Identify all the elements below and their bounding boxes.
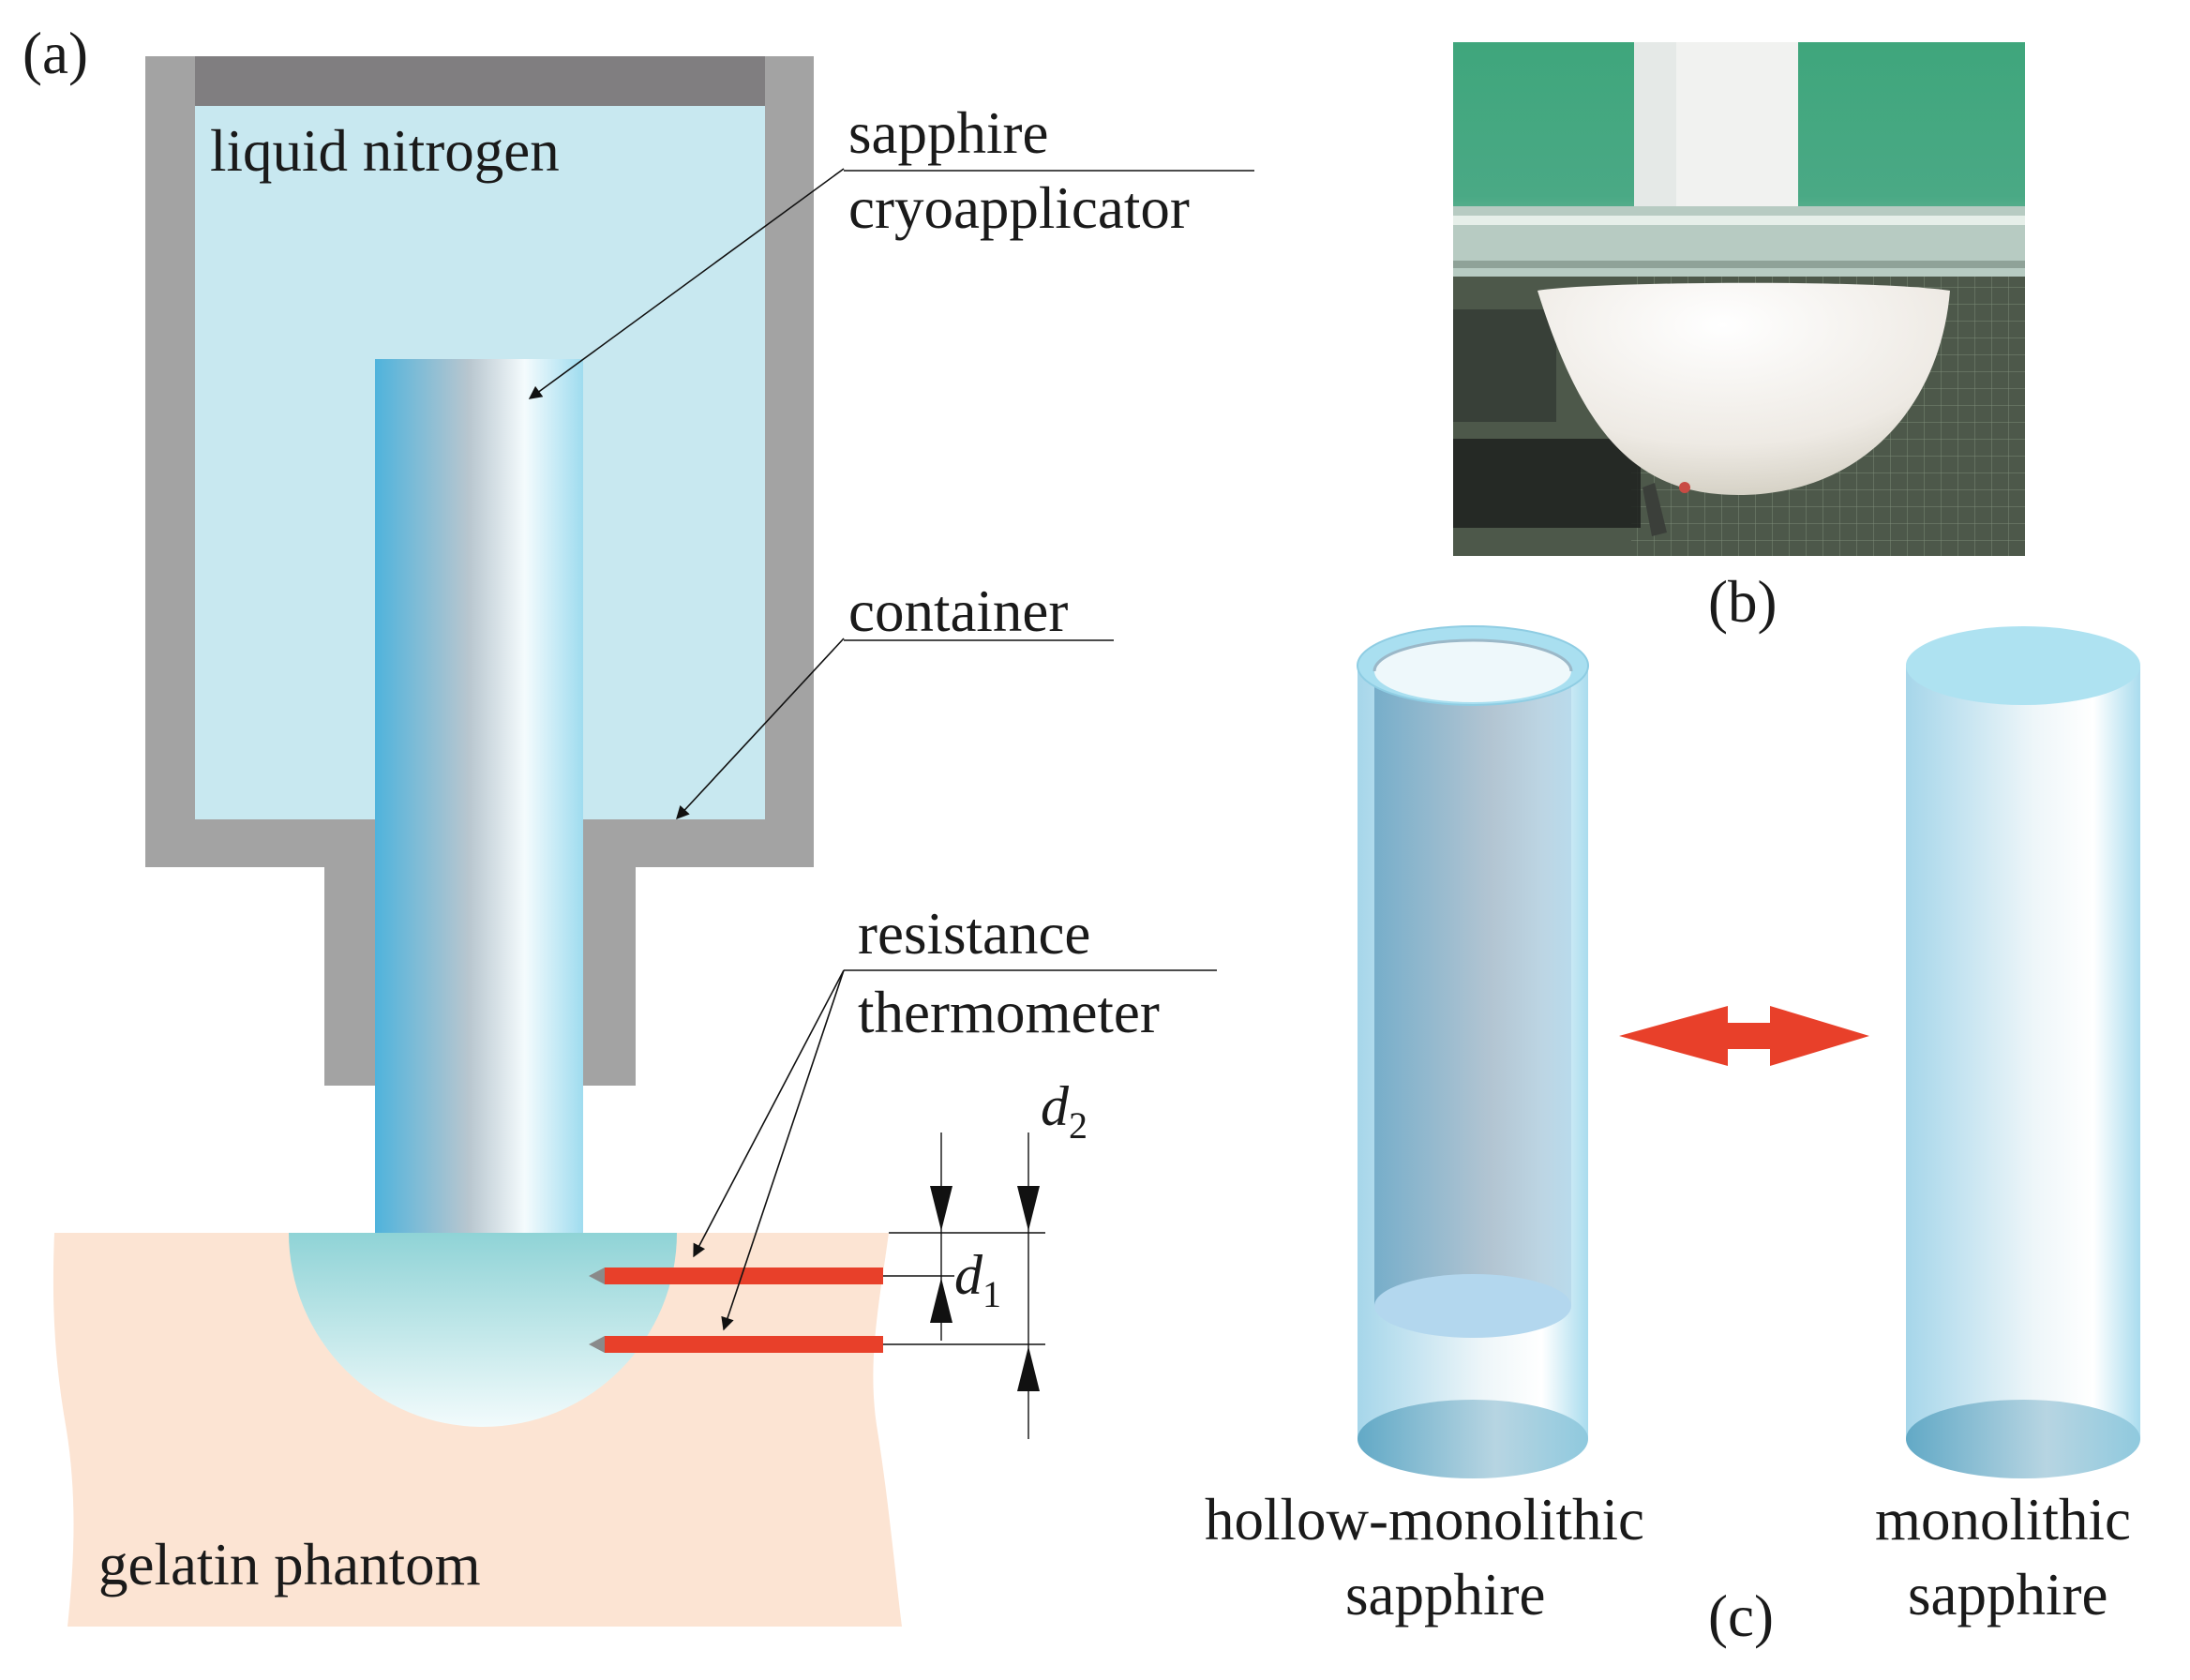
frozen-hemisphere xyxy=(289,1233,677,1427)
dimension-arrows xyxy=(930,1186,1040,1391)
monolithic-label-2: sapphire xyxy=(1908,1562,2108,1628)
container-lid xyxy=(195,56,765,106)
hollow-cylinder xyxy=(1357,625,1589,1478)
panel-c: hollow-monolithic sapphire (c) monolithi… xyxy=(1205,625,2140,1649)
panel-b-label: (b) xyxy=(1708,569,1777,635)
panel-a-label: (a) xyxy=(22,21,88,86)
leader-lines xyxy=(528,168,1254,1331)
d2-label: d2 xyxy=(1041,1075,1088,1147)
hollow-label-1: hollow-monolithic xyxy=(1205,1487,1644,1552)
container-label: container xyxy=(848,578,1068,644)
liquid-nitrogen-label: liquid nitrogen xyxy=(210,118,560,184)
gelatin-phantom xyxy=(52,1233,902,1627)
panel-c-label: (c) xyxy=(1708,1583,1774,1649)
hollow-label-2: sapphire xyxy=(1345,1562,1545,1628)
sapphire-rod xyxy=(375,359,583,1233)
panel-b: (b) xyxy=(1453,42,2025,635)
gelatin-phantom-label: gelatin phantom xyxy=(98,1532,481,1598)
thermometer-label-1: resistance xyxy=(858,901,1090,967)
applicator-label-1: sapphire xyxy=(848,100,1048,166)
d1-label: d1 xyxy=(954,1244,1001,1315)
thermometer-upper xyxy=(589,1268,883,1284)
monolithic-cylinder xyxy=(1906,626,2140,1478)
double-arrow xyxy=(1619,1006,1869,1066)
thermometer-label-2: thermometer xyxy=(858,980,1160,1045)
applicator-label-2: cryoapplicator xyxy=(848,175,1190,241)
thermometer-lower xyxy=(589,1336,883,1353)
panel-a: (a) liquid nitrogen sapphire cryoapplica… xyxy=(22,21,1254,1627)
photo xyxy=(1453,42,2025,556)
monolithic-label-1: monolithic xyxy=(1875,1487,2131,1552)
